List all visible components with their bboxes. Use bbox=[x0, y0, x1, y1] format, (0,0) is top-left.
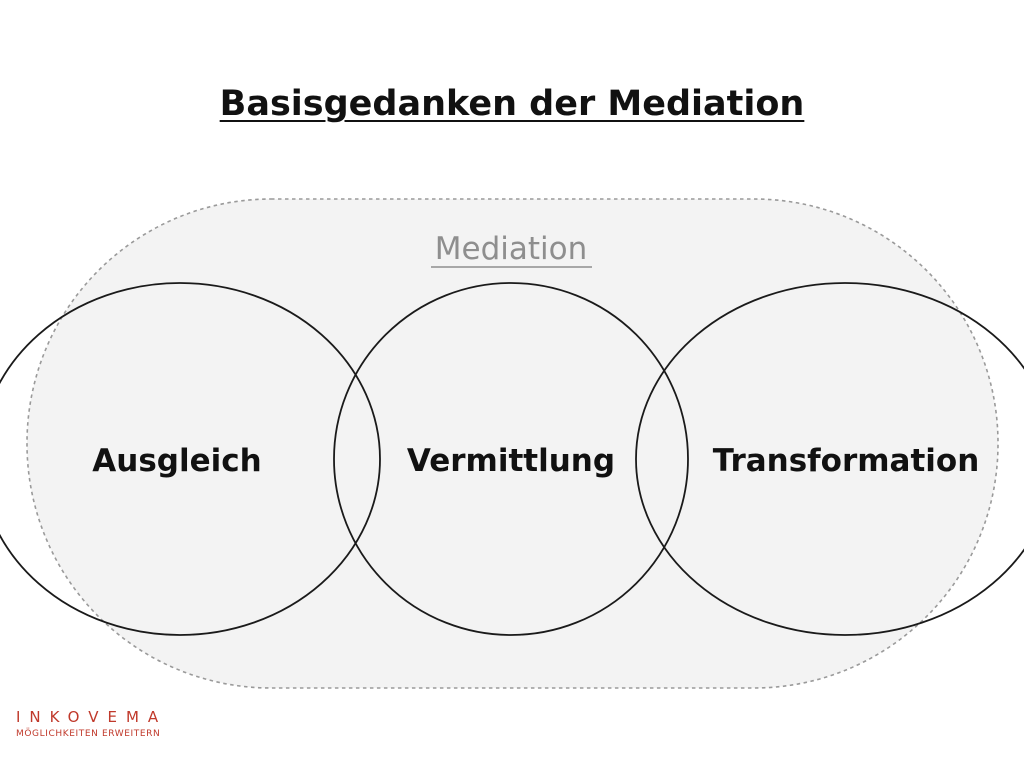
slide-title-text: Basisgedanken der Mediation bbox=[219, 84, 805, 124]
logo-name: INKOVEMA bbox=[16, 708, 168, 726]
slide-title: Basisgedanken der Mediation bbox=[0, 82, 1024, 126]
logo-tagline: MÖGLICHKEITEN ERWEITERN bbox=[16, 729, 161, 739]
circle-vermittlung bbox=[333, 282, 689, 636]
mediation-container bbox=[26, 198, 999, 689]
circle-transformation bbox=[635, 282, 1024, 636]
circle-label-ausgleich: Ausgleich bbox=[92, 443, 261, 479]
container-label: Mediation bbox=[435, 231, 588, 267]
circle-label-vermittlung: Vermittlung bbox=[407, 443, 615, 479]
inkovema-logo: INKOVEMA MÖGLICHKEITEN ERWEITERN bbox=[16, 708, 167, 740]
circle-ausgleich bbox=[0, 282, 381, 636]
circle-label-transformation: Transformation bbox=[713, 443, 980, 479]
